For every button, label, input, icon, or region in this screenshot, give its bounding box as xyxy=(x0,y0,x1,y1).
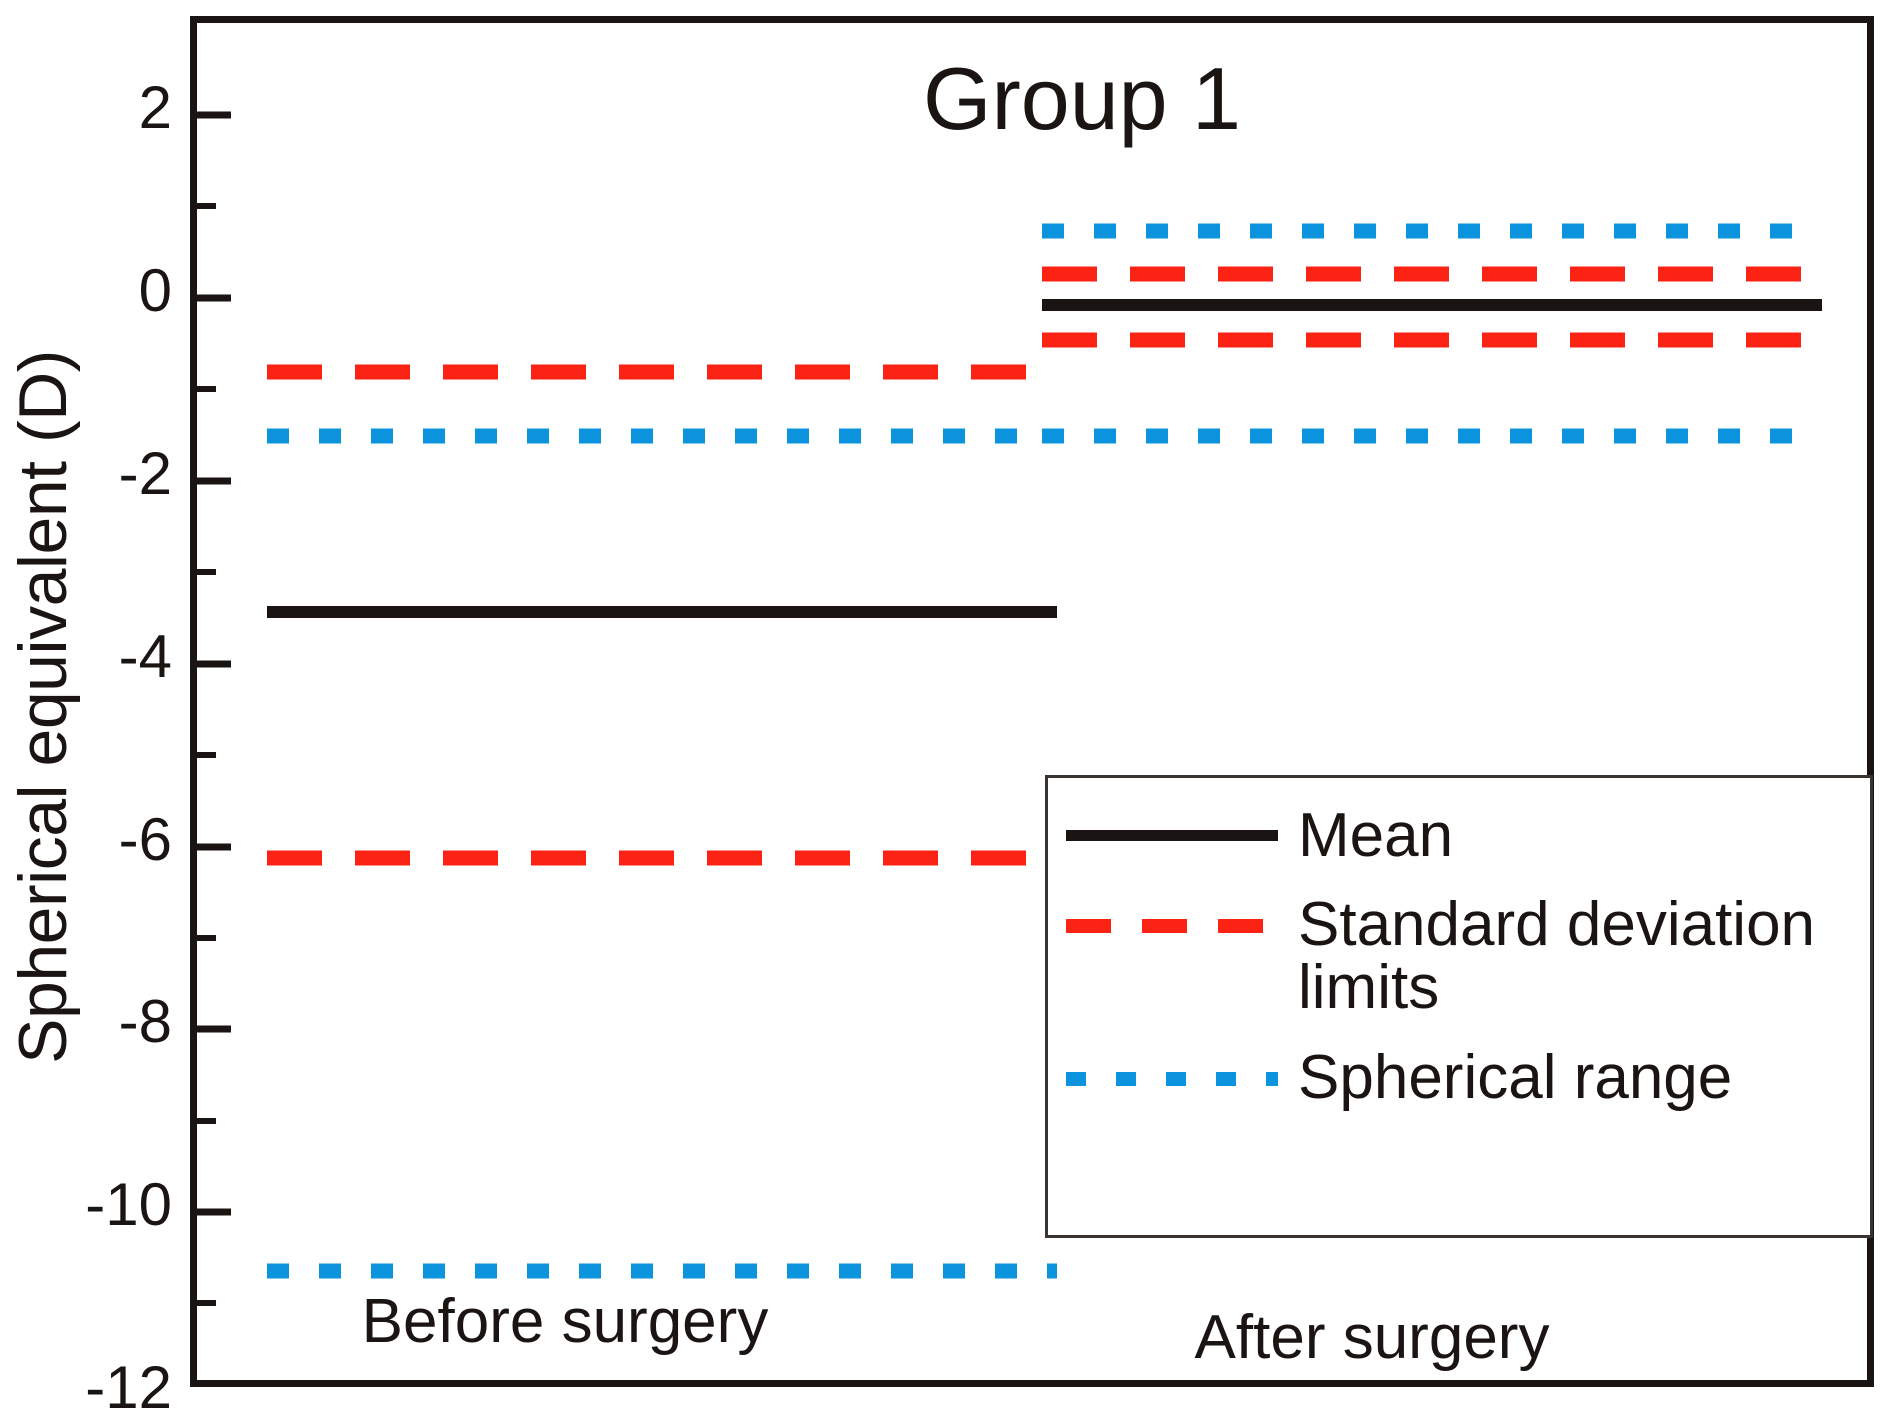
legend-item-label: Standard deviation limits xyxy=(1298,890,1816,1023)
y-major-tick xyxy=(197,660,231,668)
y-tick-label: 0 xyxy=(138,257,172,324)
after-mean-line xyxy=(1042,299,1822,311)
y-tick-label: -2 xyxy=(118,440,172,507)
legend-item-mean: Mean xyxy=(1066,804,1854,867)
legend: Mean Standard deviation limits Spherical… xyxy=(1045,775,1873,1238)
y-minor-tick xyxy=(197,1300,216,1306)
y-major-tick xyxy=(197,843,231,851)
solid-black-line-icon xyxy=(1066,830,1278,841)
before-spherical-range-lower xyxy=(267,1263,1057,1279)
y-major-tick xyxy=(197,1025,231,1033)
legend-item-range: Spherical range xyxy=(1066,1042,1854,1112)
after-spherical-range-lower xyxy=(1042,428,1822,444)
y-major-tick xyxy=(197,111,231,119)
before-spherical-range-upper xyxy=(267,428,1057,444)
chart-title: Group 1 xyxy=(197,55,1867,143)
y-tick-label: -10 xyxy=(85,1171,172,1238)
y-minor-tick xyxy=(197,386,216,392)
legend-item-label: Spherical range xyxy=(1298,1042,1733,1112)
y-tick-label: 2 xyxy=(138,74,172,141)
x-category-label-after: After surgery xyxy=(1194,1303,1550,1372)
after-sd-upper-limit xyxy=(1042,266,1822,282)
y-tick-label: -8 xyxy=(118,988,172,1055)
dashed-red-line-icon xyxy=(1066,919,1278,934)
y-axis-title: Spherical equivalent (D) xyxy=(5,350,81,1064)
y-minor-tick xyxy=(197,569,216,575)
chart-title-text: Group 1 xyxy=(923,49,1241,148)
after-sd-lower-limit xyxy=(1042,332,1822,348)
y-minor-tick xyxy=(197,203,216,209)
y-minor-tick xyxy=(197,752,216,758)
legend-item-sd: Standard deviation limits xyxy=(1066,890,1854,1023)
y-tick-label: -6 xyxy=(118,806,172,873)
before-sd-lower-limit xyxy=(267,850,1057,866)
y-major-tick xyxy=(197,294,231,302)
y-tick-label: -4 xyxy=(118,623,172,690)
before-sd-upper-limit xyxy=(267,364,1057,380)
y-major-tick xyxy=(197,477,231,485)
y-major-tick xyxy=(197,1208,231,1216)
legend-item-label: Mean xyxy=(1298,801,1454,870)
y-minor-tick xyxy=(197,935,216,941)
x-category-label-before: Before surgery xyxy=(361,1287,769,1356)
y-tick-label: -12 xyxy=(85,1354,172,1414)
y-minor-tick xyxy=(197,1118,216,1124)
after-spherical-range-upper xyxy=(1042,223,1822,239)
plot-area: Group 1 Before surgery After surgery Mea… xyxy=(190,16,1874,1387)
dotted-blue-line-icon xyxy=(1066,1071,1278,1086)
before-mean-line xyxy=(267,606,1057,618)
y-axis-tick-labels: 2 0 -2 -4 -6 -8 -10 -12 xyxy=(76,0,172,1414)
